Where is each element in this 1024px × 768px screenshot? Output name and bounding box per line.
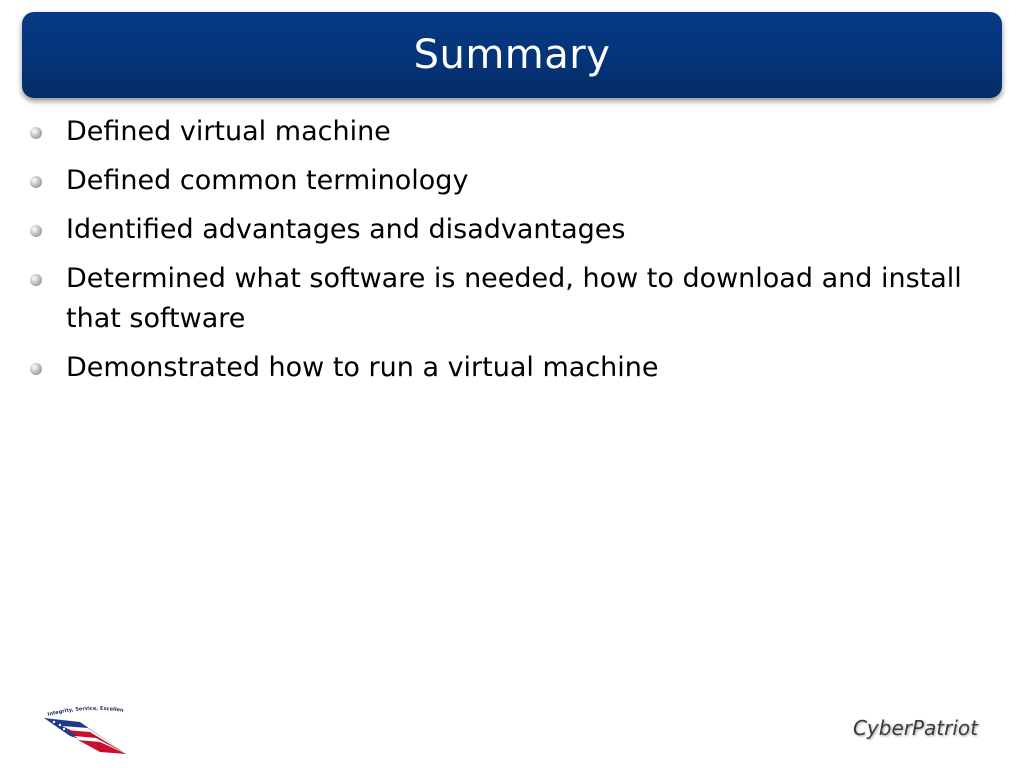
- bullet-item: Demonstrated how to run a virtual machin…: [28, 348, 1008, 388]
- bullet-item: Defined virtual machine: [28, 112, 1008, 152]
- bullet-item: Defined common terminology: [28, 161, 1008, 201]
- logo-motto: Integrity, Service, Excellence: [40, 700, 124, 718]
- bullet-icon: [30, 274, 42, 286]
- bullet-list: Defined virtual machine Defined common t…: [28, 112, 1008, 397]
- brand-name: CyberPatriot: [852, 716, 978, 740]
- title-bar: Summary: [22, 12, 1002, 98]
- bullet-text: Identified advantages and disadvantages: [66, 214, 626, 245]
- bullet-icon: [30, 225, 42, 237]
- bullet-text: Defined virtual machine: [66, 116, 391, 147]
- bullet-text: Determined what software is needed, how …: [66, 263, 962, 334]
- bullet-text: Demonstrated how to run a virtual machin…: [66, 352, 659, 383]
- bullet-icon: [30, 176, 42, 188]
- bullet-icon: [30, 127, 42, 139]
- bullet-icon: [30, 363, 42, 375]
- bullet-text: Defined common terminology: [66, 165, 469, 196]
- slide-title: Summary: [413, 32, 611, 78]
- flag-eagle-logo-icon: Integrity, Service, Excellence: [40, 700, 126, 754]
- bullet-item: Determined what software is needed, how …: [28, 259, 1008, 339]
- bullet-item: Identified advantages and disadvantages: [28, 210, 1008, 250]
- svg-text:Integrity, Service, Excellence: Integrity, Service, Excellence: [40, 700, 124, 718]
